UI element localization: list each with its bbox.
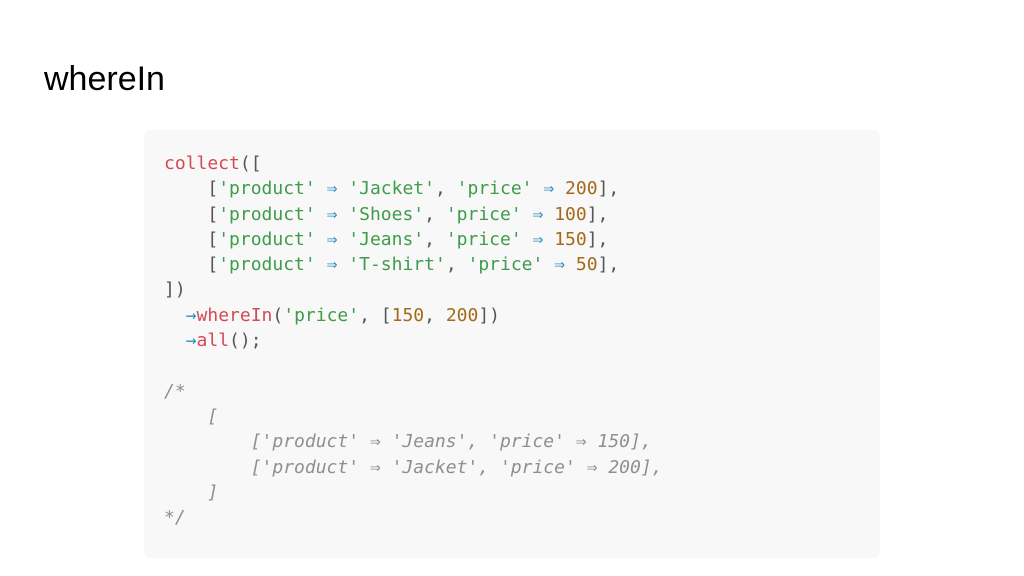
code-punctuation: ], <box>586 228 609 250</box>
code-punctuation: [ <box>164 178 219 200</box>
code-line: ['product' ⇒ 'T-shirt', 'price' ⇒ 50], <box>164 252 663 277</box>
code-punctuation <box>543 254 554 275</box>
code-punctuation: ], <box>597 254 620 276</box>
code-comment: ['product' ⇒ 'Jacket', 'price' ⇒ 200], <box>164 456 663 478</box>
code-punctuation <box>533 178 544 199</box>
code-punctuation <box>316 229 327 250</box>
code-string: 'price' <box>467 254 544 276</box>
code-block: collect([ ['product' ⇒ 'Jacket', 'price'… <box>144 130 880 558</box>
code-punctuation <box>164 330 186 351</box>
code-operator: ⇒ <box>554 254 566 276</box>
code-line: ['product' ⇒ 'Jeans', 'price' ⇒ 150], <box>164 429 663 454</box>
code-punctuation <box>522 204 533 225</box>
code-line: ['product' ⇒ 'Jeans', 'price' ⇒ 150], <box>164 227 663 252</box>
code-number: 150 <box>391 304 425 326</box>
code-operator: ⇒ <box>532 203 544 225</box>
code-punctuation <box>543 204 554 225</box>
code-punctuation <box>522 229 533 250</box>
code-line: ['product' ⇒ 'Shoes', 'price' ⇒ 100], <box>164 202 663 227</box>
code-string: 'product' <box>218 228 316 250</box>
code-operator: ⇒ <box>532 228 544 250</box>
code-punctuation <box>164 305 186 326</box>
code-punctuation: , <box>434 178 457 200</box>
code-comment: */ <box>164 507 186 529</box>
code-punctuation: ]) <box>478 304 501 326</box>
code-punctuation <box>316 178 327 199</box>
code-line: /* <box>164 379 663 404</box>
code-operator: ⇒ <box>543 178 555 200</box>
code-number: 200 <box>565 178 598 200</box>
code-punctuation <box>337 178 348 199</box>
code-number: 150 <box>554 228 587 250</box>
code-punctuation: , <box>445 254 468 276</box>
code-comment: [ <box>164 405 219 427</box>
code-string: 'price' <box>283 304 360 326</box>
code-line: →all(); <box>164 328 663 353</box>
code-line: ]) <box>164 277 663 302</box>
code-punctuation: [ <box>164 254 219 276</box>
code-operator: ⇒ <box>326 203 338 225</box>
code-string: 'product' <box>218 203 316 225</box>
slide-title: whereIn <box>44 60 165 98</box>
code-punctuation: , <box>424 203 446 225</box>
code-comment: /* <box>164 380 186 402</box>
code-operator: ⇒ <box>326 228 338 250</box>
code-punctuation <box>337 229 348 250</box>
code-line <box>164 353 663 378</box>
code-line: ] <box>164 480 663 505</box>
code-line: [ <box>164 404 663 429</box>
code-keyword: all <box>196 330 230 352</box>
code-number: 50 <box>575 254 598 276</box>
code-string: 'product' <box>218 254 316 276</box>
code-line: collect([ <box>164 151 663 176</box>
code-operator: → <box>185 330 197 352</box>
code-punctuation: , <box>424 304 446 326</box>
code-number: 200 <box>445 304 479 326</box>
code-punctuation: ], <box>597 178 620 200</box>
code-punctuation: ([ <box>239 153 262 174</box>
code-punctuation <box>316 204 327 225</box>
code-line: →whereIn('price', [150, 200]) <box>164 303 663 328</box>
code-punctuation: , [ <box>359 304 392 326</box>
code-comment: ] <box>164 481 219 503</box>
code-line: ['product' ⇒ 'Jacket', 'price' ⇒ 200], <box>164 176 663 201</box>
code-keyword: collect <box>164 153 240 174</box>
code-punctuation: [ <box>164 203 219 225</box>
code-string: 'price' <box>445 228 522 250</box>
code-string: 'Jacket' <box>348 178 435 200</box>
code-operator: ⇒ <box>326 254 338 276</box>
code-string: 'Shoes' <box>348 203 425 225</box>
code-punctuation <box>316 254 327 275</box>
code-punctuation <box>337 254 348 275</box>
code-string: 'T-shirt' <box>348 254 446 276</box>
code-keyword: whereIn <box>196 304 273 326</box>
code-punctuation: ( <box>272 304 284 326</box>
code-string: 'price' <box>456 178 533 200</box>
code-punctuation <box>554 178 565 199</box>
code-string: 'price' <box>445 203 522 225</box>
code-text: collect([ ['product' ⇒ 'Jacket', 'price'… <box>164 151 663 530</box>
code-punctuation: (); <box>229 330 262 352</box>
code-punctuation: ]) <box>164 279 186 301</box>
code-punctuation: [ <box>164 228 219 250</box>
code-number: 100 <box>554 203 587 225</box>
code-punctuation <box>543 229 554 250</box>
code-punctuation <box>565 254 576 275</box>
code-line: */ <box>164 505 663 530</box>
code-comment: ['product' ⇒ 'Jeans', 'price' ⇒ 150], <box>164 431 652 453</box>
code-operator: → <box>185 304 197 326</box>
code-string: 'Jeans' <box>348 228 425 250</box>
code-operator: ⇒ <box>326 178 338 200</box>
code-punctuation: ], <box>586 203 609 225</box>
code-punctuation <box>337 204 348 225</box>
code-line: ['product' ⇒ 'Jacket', 'price' ⇒ 200], <box>164 455 663 480</box>
code-string: 'product' <box>218 178 316 200</box>
code-punctuation: , <box>424 228 446 250</box>
